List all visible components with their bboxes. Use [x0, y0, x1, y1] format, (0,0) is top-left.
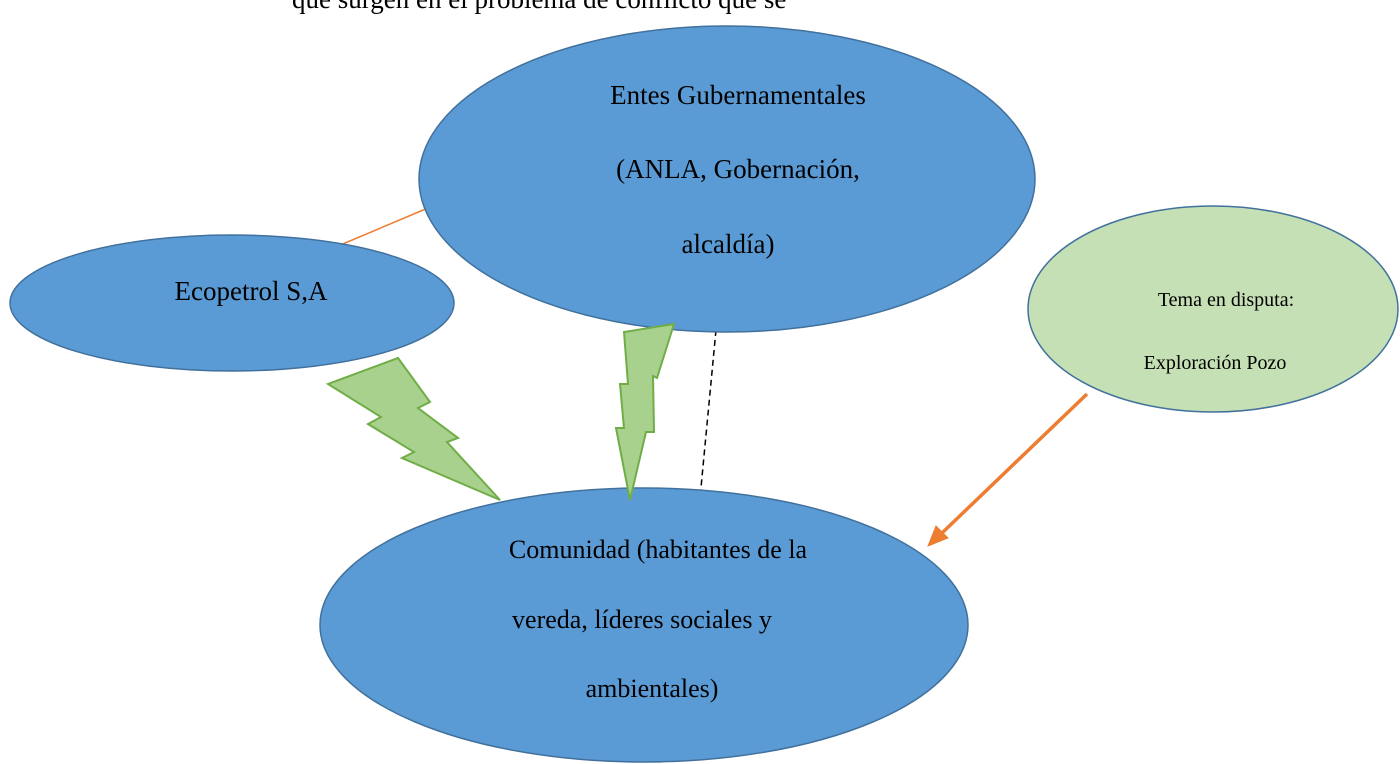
- conflict-lightning-ecopetrol-community: [325, 356, 501, 501]
- government-entities-node: [418, 25, 1036, 333]
- header-text-fragment: que surgen en el problema de conflicto q…: [292, 0, 786, 14]
- government-label-line-1: Entes Gubernamentales: [610, 80, 866, 110]
- topic-label-line-1: Tema en disputa:: [1158, 289, 1294, 311]
- topic-label-line-2: Exploración Pozo: [1144, 352, 1287, 374]
- community-node: [319, 487, 969, 763]
- government-label-line-2: (ANLA, Gobernación,: [616, 154, 860, 184]
- community-label-line-1: Comunidad (habitantes de la: [509, 535, 808, 564]
- community-label-line-3: ambientales): [586, 674, 719, 703]
- alliance-line: [337, 207, 429, 247]
- government-label-line-3: alcaldía): [682, 229, 775, 259]
- ecopetrol-label: Ecopetrol S,A: [175, 276, 328, 306]
- dispute-topic-node: [1027, 205, 1399, 413]
- topic-arrow-line: [940, 392, 1089, 535]
- community-label-line-2: vereda, líderes sociales y: [512, 605, 772, 634]
- ecopetrol-node: [9, 234, 455, 372]
- conflict-lightning-government-community: [614, 322, 676, 501]
- topic-arrow-head: [927, 525, 949, 547]
- weak-relation-dashed-line: [699, 329, 717, 499]
